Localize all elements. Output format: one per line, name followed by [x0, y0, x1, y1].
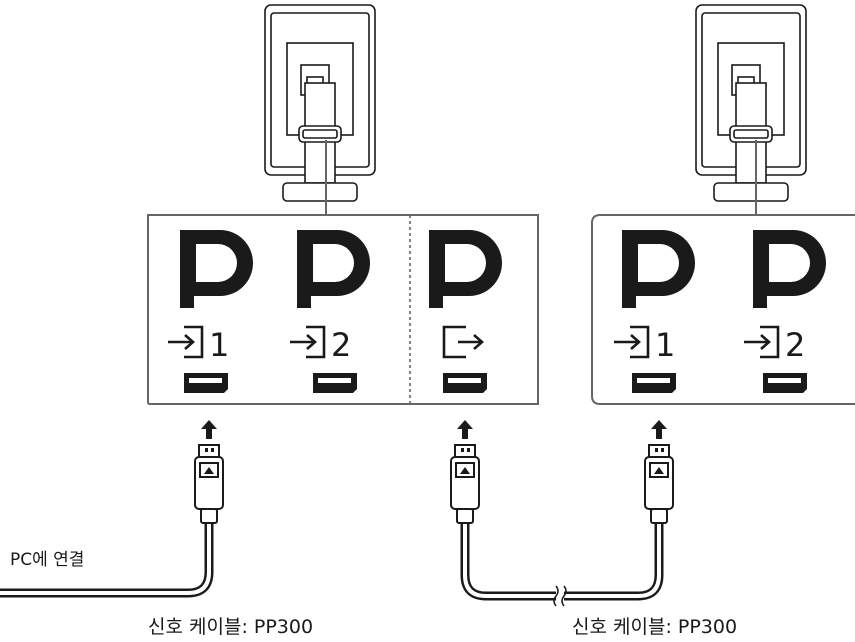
displayport-plug-icon [644, 444, 674, 524]
input-2-number: 2 [331, 326, 351, 364]
input-1-number: 1 [209, 326, 229, 364]
displayport-input-1-socket [632, 373, 676, 393]
displayport-plug-icon [194, 444, 224, 524]
up-arrow-icon [651, 420, 667, 439]
displayport-input-2-socket [763, 373, 807, 393]
dp-logo-icon [753, 230, 826, 308]
cable-label-left: 신호 케이블: PP300 [148, 616, 314, 638]
up-arrow-icon [201, 420, 217, 439]
displayport-input-2-socket [313, 373, 357, 393]
displayport-input-1-socket [184, 373, 228, 393]
displayport-plug-icon [450, 444, 480, 524]
pc-connection-label: PC에 연결 [10, 550, 85, 570]
displayport-output-socket [443, 373, 487, 393]
monitor-2-port-panel [591, 214, 855, 405]
input-1-number: 1 [655, 326, 675, 364]
monitor-1-rear [264, 4, 376, 202]
up-arrow-icon [457, 420, 473, 439]
monitor-2-rear [695, 4, 807, 202]
cable-from-pc [0, 520, 214, 598]
cable-between-monitors [460, 520, 664, 607]
cable-label-right: 신호 케이블: PP300 [572, 616, 738, 638]
input-2-number: 2 [785, 326, 805, 364]
